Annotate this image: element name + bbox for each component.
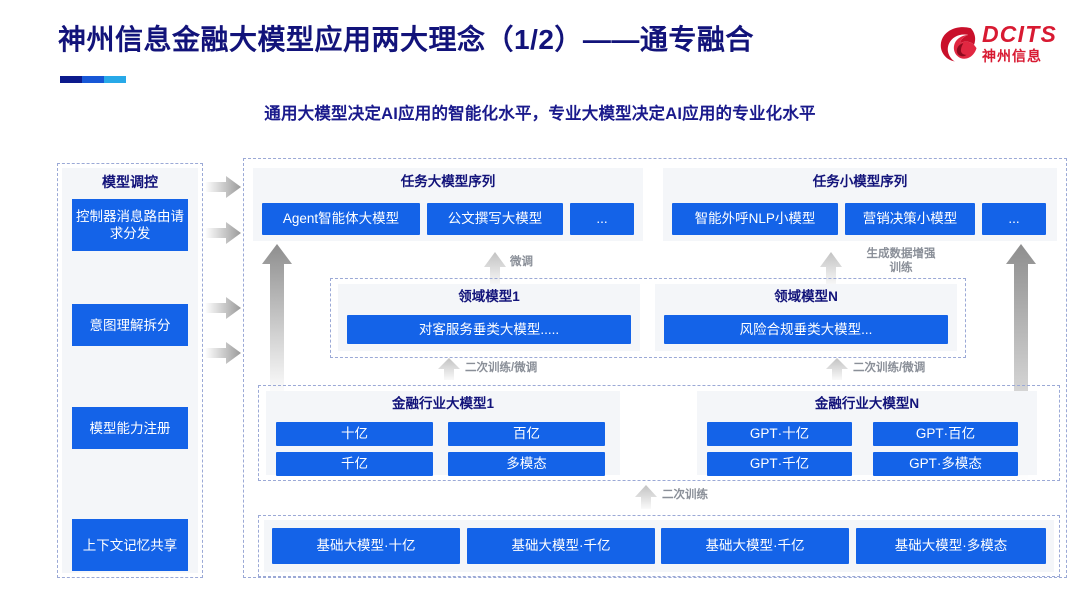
- task-small-model-item-marketing[interactable]: 营销决策小模型: [845, 203, 975, 235]
- task-large-model-title: 任务大模型序列: [400, 174, 496, 189]
- company-logo: DCITS 神州信息: [938, 20, 1066, 72]
- domain-model-n-title: 领域模型N: [774, 289, 838, 304]
- industry-model-n-item-3[interactable]: GPT·千亿: [707, 452, 852, 476]
- industry-model-n-item-2[interactable]: GPT·百亿: [873, 422, 1018, 446]
- sidebar-item-intent-understanding[interactable]: 意图理解拆分: [72, 304, 188, 346]
- architecture-dashed-frame: [243, 158, 1067, 578]
- task-large-model-item-agent[interactable]: Agent智能体大模型: [262, 203, 420, 235]
- domain-model-1-item[interactable]: 对客服务垂类大模型.....: [347, 315, 631, 344]
- logo-chinese-name: 神州信息: [982, 48, 1042, 64]
- industry-model-1-item-3[interactable]: 千亿: [276, 452, 433, 476]
- task-small-model-title: 任务小模型序列: [812, 174, 908, 189]
- flow-arrow-up-finetune: [484, 252, 506, 286]
- industry-model-n-item-4[interactable]: GPT·多模态: [873, 452, 1018, 476]
- logo-wordmark: DCITS 神州信息: [982, 22, 1057, 65]
- underline-segment-dark: [60, 76, 82, 83]
- page-title: 神州信息金融大模型应用两大理念（1/2）——通专融合: [58, 24, 754, 55]
- annotation-finetune: 微调: [510, 256, 533, 268]
- industry-model-1-item-4[interactable]: 多模态: [448, 452, 605, 476]
- industry-model-n-item-1[interactable]: GPT·十亿: [707, 422, 852, 446]
- flow-arrow-up-retrain-left: [438, 358, 460, 380]
- industry-model-1-title: 金融行业大模型1: [391, 396, 494, 411]
- annotation-retrain-finetune-right: 二次训练/微调: [853, 362, 926, 374]
- page-subtitle: 通用大模型决定AI应用的智能化水平，专业大模型决定AI应用的专业化水平: [264, 105, 816, 123]
- task-small-model-item-more[interactable]: ...: [982, 203, 1046, 235]
- flow-arrow-up-tall-left: [262, 244, 292, 396]
- flow-arrow-right-2: [205, 222, 241, 244]
- base-models-dashed-frame: [258, 515, 1060, 577]
- sidebar-item-context-memory-sharing[interactable]: 上下文记忆共享: [72, 519, 188, 571]
- base-model-item-2[interactable]: 基础大模型·千亿: [467, 528, 655, 564]
- annotation-retrain: 二次训练: [662, 489, 708, 501]
- flow-arrow-right-3: [205, 297, 241, 319]
- title-underline-accent: [60, 76, 126, 83]
- industry-models-dashed-frame: [258, 385, 1060, 481]
- industry-model-1-item-1[interactable]: 十亿: [276, 422, 433, 446]
- annotation-data-augmentation-line1: 生成数据增强: [866, 248, 936, 260]
- sidebar-item-capability-registry[interactable]: 模型能力注册: [72, 407, 188, 449]
- flow-arrow-up-tall-right: [1006, 244, 1036, 480]
- domain-model-n-item[interactable]: 风险合规垂类大模型...: [664, 315, 948, 344]
- underline-segment-mid: [82, 76, 104, 83]
- logo-english-name: DCITS: [982, 21, 1057, 47]
- industry-model-n-title: 金融行业大模型N: [814, 396, 920, 411]
- annotation-retrain-finetune-left: 二次训练/微调: [465, 362, 538, 374]
- flow-arrow-right-1: [205, 176, 241, 198]
- task-large-model-item-doc[interactable]: 公文撰写大模型: [427, 203, 563, 235]
- task-large-model-item-more[interactable]: ...: [570, 203, 634, 235]
- industry-model-1-item-2[interactable]: 百亿: [448, 422, 605, 446]
- base-model-item-4[interactable]: 基础大模型·多模态: [856, 528, 1046, 564]
- flow-arrow-up-data-augmentation: [820, 252, 842, 286]
- dcits-swirl-icon: [940, 27, 977, 62]
- sidebar-item-controller-routing[interactable]: 控制器消息路由请求分发: [72, 199, 188, 251]
- underline-segment-light: [104, 76, 126, 83]
- flow-arrow-up-retrain: [635, 485, 657, 509]
- sidebar-dashed-frame: [57, 163, 203, 578]
- sidebar-title: 模型调控: [102, 174, 158, 190]
- flow-arrow-right-4: [205, 342, 241, 364]
- task-small-model-item-nlp[interactable]: 智能外呼NLP小模型: [672, 203, 838, 235]
- base-model-item-1[interactable]: 基础大模型·十亿: [272, 528, 460, 564]
- domain-models-dashed-frame: [330, 278, 966, 358]
- domain-model-1-title: 领域模型1: [458, 289, 520, 304]
- base-model-item-3[interactable]: 基础大模型·千亿: [661, 528, 849, 564]
- flow-arrow-up-retrain-right: [826, 358, 848, 380]
- annotation-data-augmentation-line2: 训练: [889, 262, 913, 274]
